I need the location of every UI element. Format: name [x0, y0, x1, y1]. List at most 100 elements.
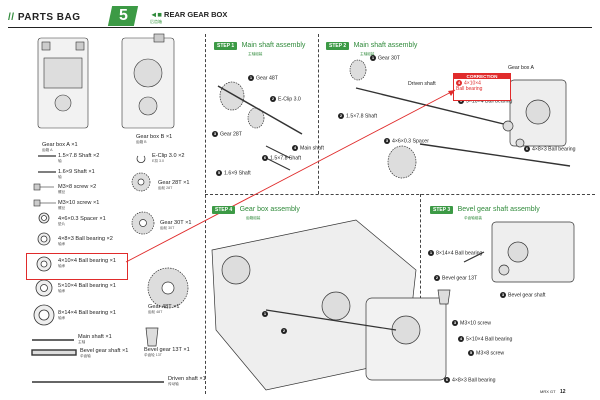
step-chip: STEP 4 — [212, 206, 236, 214]
part-name-cn: 轴 — [58, 159, 62, 164]
step-title: Bevel gear shaft assembly — [457, 206, 540, 213]
slash-icon: // — [8, 12, 15, 23]
step1-drawing — [217, 81, 303, 171]
arrow-icon: ◄■ — [150, 10, 162, 19]
part-name: 4×10×4 Ball bearing ×1 — [58, 258, 117, 264]
part-name-cn: 轴承 — [58, 316, 66, 321]
callout-text: Bevel gear 13T — [442, 275, 478, 282]
part-name: Main shaft ×1 — [78, 334, 112, 340]
page-title: ◄■ REAR GEAR BOX — [150, 10, 227, 19]
header-rule — [8, 27, 592, 28]
part-name: E-Clip 3.0 ×2 — [152, 153, 185, 159]
gearbox-b-drawing — [121, 33, 175, 129]
step4-drawing — [211, 219, 447, 391]
callout-text: 4×8×3 Ball bearing — [452, 377, 496, 384]
step-title: Main shaft assembly — [353, 42, 418, 49]
part-label-gear28: Gear 28T ×1 齿轮 28T — [158, 180, 189, 191]
step-title: Gear box assembly — [239, 206, 300, 213]
part-name: Gear 48T ×1 — [148, 304, 180, 310]
part-name-cn: 伞齿轴 — [80, 354, 91, 359]
part-label-bb-8144: 8×14×4 Ball bearing ×1 轴承 — [58, 310, 116, 321]
part-name: 8×14×4 Ball bearing ×1 — [58, 310, 117, 316]
part-label-bevel13: Bevel gear 13T ×1 伞齿轮 13T — [144, 347, 190, 358]
part-name: Bevel gear 13T ×1 — [144, 347, 190, 353]
part-name: Driven shaft ×1 — [168, 376, 206, 382]
part-label-m3x8: M3×8 screw ×2 螺丝 — [58, 184, 96, 195]
part-name-cn: 传动轴 — [168, 382, 179, 387]
callout-text: 1.5×7.8 Shaft — [346, 113, 378, 120]
callout-text: M3×8 screw — [476, 350, 505, 357]
part-label-m3x10: M3×10 screw ×1 螺丝 — [58, 200, 99, 211]
callout-text: 1.6×9 Shaft — [224, 170, 251, 177]
row-divider — [205, 194, 595, 195]
callout-text: Driven shaft — [408, 81, 436, 87]
step-title: Main shaft assembly — [241, 42, 306, 49]
highlighted-part-box — [26, 253, 128, 280]
part-label-gear48: Gear 48T ×1 齿轮 48T — [148, 304, 179, 315]
part-name-cn: 伞齿轮 13T — [144, 353, 162, 358]
part-label-bevel-shaft: Bevel gear shaft ×1 伞齿轴 — [80, 348, 128, 359]
step3-header: STEP 3 Bevel gear shaft assembly 伞齿轴组装 — [430, 198, 540, 221]
step2-drawing — [349, 59, 571, 179]
part-label-shaft-1-5: 1.5×7.8 Shaft ×2 轴 — [58, 153, 99, 164]
callout-text: M3×10 screw — [460, 320, 491, 327]
callout-text: Gear 28T — [220, 131, 242, 138]
correction-heading: CORRECTION — [454, 74, 510, 79]
part-name-cn: 垫片 — [58, 222, 66, 227]
step3-drawing — [437, 221, 575, 305]
callout-text: Gear box A — [508, 65, 534, 71]
step-title-cn: 主轴组装 — [360, 52, 375, 56]
part-name: 5×10×4 Ball bearing ×1 — [58, 283, 117, 289]
page-title-text: REAR GEAR BOX — [164, 10, 228, 19]
part-name: Gear 28T ×1 — [158, 180, 190, 186]
step-divider-bottom — [420, 194, 421, 314]
part-name-cn: 齿箱 B — [136, 140, 147, 145]
step2-callout-driven: Driven shaft — [408, 81, 436, 87]
page-footer: MRX GT 12 — [540, 389, 566, 395]
part-name: M3×10 screw ×1 — [58, 200, 100, 206]
part-label-gear30: Gear 30T ×1 齿轮 30T — [160, 220, 191, 231]
step4-header: STEP 4 Gear box assembly 齿箱组装 — [212, 198, 300, 221]
step-chip: STEP 3 — [430, 206, 454, 214]
step-title-cn: 伞齿轴组装 — [464, 216, 482, 220]
part-label-bb-483: 4×8×3 Ball bearing ×2 轴承 — [58, 236, 113, 247]
part-label-eclip: E-Clip 3.0 ×2 E扣 3.0 — [152, 153, 185, 164]
part-name-cn: 轴承 — [58, 242, 66, 247]
part-name-cn: 齿轮 30T — [160, 226, 175, 231]
step4-callout-2: 2 — [281, 328, 287, 334]
step4-callout-1: 1 — [262, 311, 268, 317]
callout-text: Bevel gear shaft — [508, 292, 546, 299]
part-label-bb-5104: 5×10×4 Ball bearing ×1 轴承 — [58, 283, 116, 294]
part-label-gearbox-a: Gear box A ×1 齿箱 A — [42, 142, 78, 153]
callout-text: 8×14×4 Ball bearing — [436, 250, 483, 257]
part-name: Gear box A ×1 — [42, 142, 78, 148]
page-number: 12 — [559, 389, 566, 395]
parts-bag-heading: // PARTS BAG — [8, 12, 81, 23]
part-name-cn: E扣 3.0 — [152, 159, 164, 164]
gearbox-a-drawing — [37, 37, 89, 129]
step-divider-top — [318, 34, 319, 194]
part-name-cn: 轴承 — [58, 289, 66, 294]
part-name-cn: 齿轮 48T — [148, 310, 163, 315]
callout-text: 1.5×7.8 Shaft — [270, 155, 302, 162]
part-name-cn: 轴 — [58, 175, 62, 180]
column-divider — [205, 34, 206, 394]
part-label-bb-4104: 4×10×4 Ball bearing ×1 轴承 — [58, 258, 116, 269]
part-name-cn: 主轴 — [78, 340, 86, 345]
part-name: Gear 30T ×1 — [160, 220, 192, 226]
part-label-main-shaft: Main shaft ×1 主轴 — [78, 334, 112, 345]
part-name: Gear box B ×1 — [136, 134, 173, 140]
callout-text: Gear 30T — [378, 55, 400, 62]
part-label-spacer: 4×6×0.3 Spacer ×1 垫片 — [58, 216, 106, 227]
